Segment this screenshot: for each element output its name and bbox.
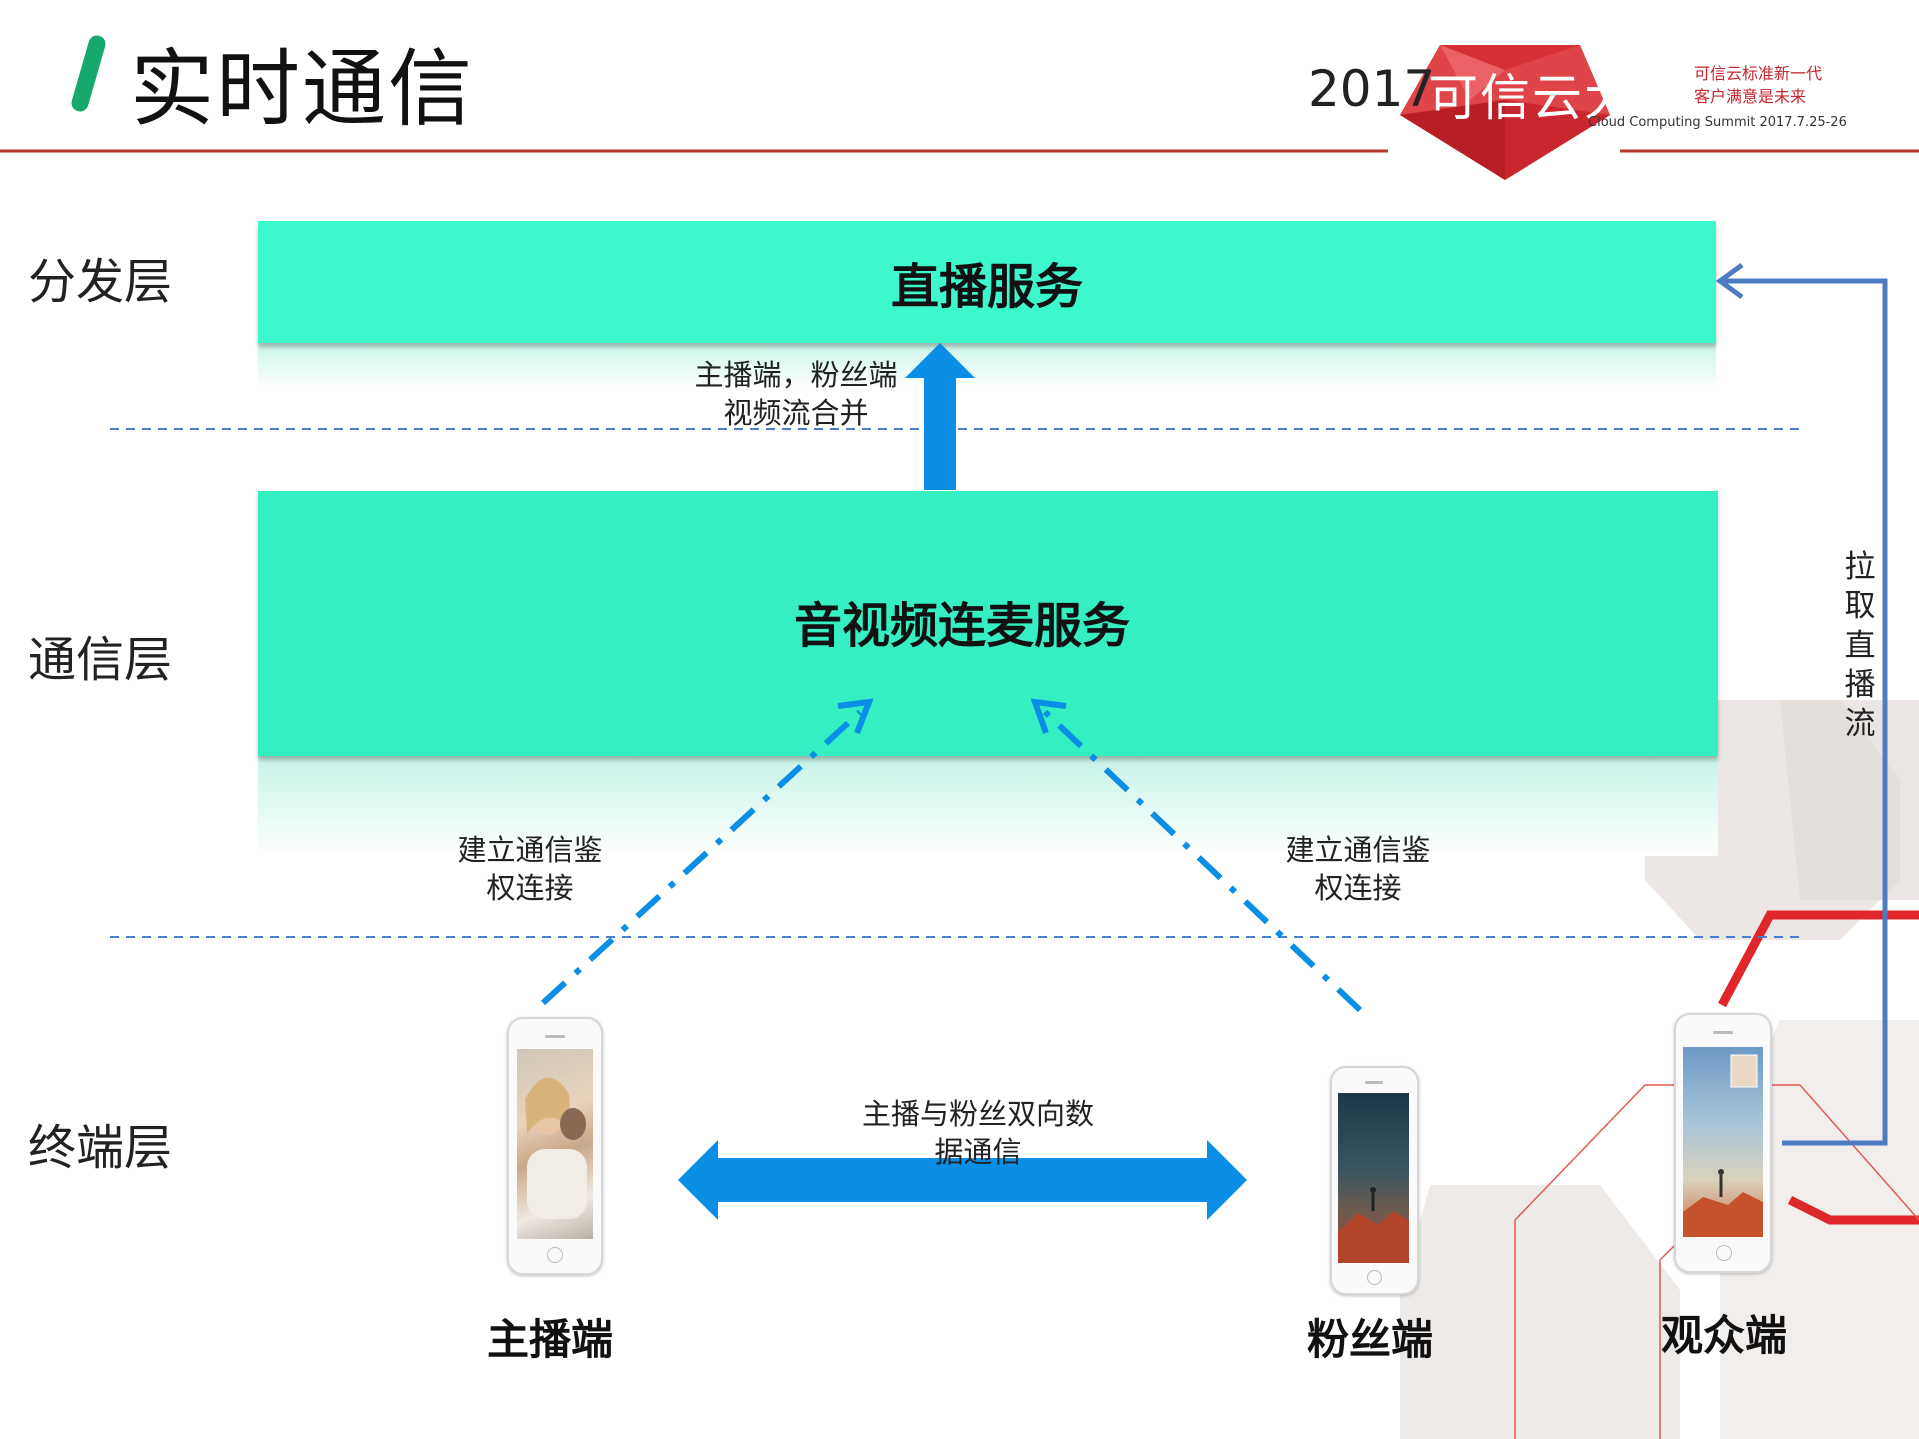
av-link-service-label: 音视频连麦服务 [794,598,1131,654]
ruby-gem-icon [1400,45,1610,180]
merge-annotation-line1: 主播端，粉丝端 [694,358,898,392]
audience-phone [1674,1013,1772,1273]
fan-landscape-image [1338,1187,1409,1263]
phone-speaker [1713,1031,1733,1034]
auth-annotation-left: 建立通信鉴 权连接 [430,832,630,907]
phone-speaker [545,1035,565,1038]
pull-stream-label: 拉 取 直 播 流 [1840,548,1880,745]
phone-home-button [1716,1245,1732,1261]
live-service-label: 直播服务 [890,259,1083,315]
device-label-fan: 粉丝端 [1306,1315,1433,1364]
bidirectional-annotation-line2: 据通信 [934,1134,1022,1169]
pull-stream-arrowhead [1715,262,1744,300]
conference-subtitle: Cloud Computing Summit 2017.7.25-26 [1588,115,1847,130]
av-link-service-reflection [258,756,1718,856]
bg-red-line [1787,1195,1919,1225]
audience-phone-screen [1683,1047,1763,1237]
conference-slogan-line1: 可信云标准新一代 [1694,64,1823,83]
layer-label-distribution: 分发层 [28,254,173,310]
auth-arrow-right [1042,709,1363,1013]
anchor-portrait-image [525,1077,587,1219]
page-title: 实时通信 [130,40,475,138]
conference-name: 可信云大会 [1428,69,1688,127]
pull-stream-char: 流 [1844,706,1876,743]
pull-stream-char: 取 [1844,588,1876,625]
layer-label-terminal: 终端层 [28,1120,173,1176]
conference-slogan-line2: 客户满意是未来 [1694,87,1807,106]
auth-annotation-right-line2: 权连接 [1314,870,1402,905]
merge-up-arrow [905,343,975,490]
auth-annotation-left-line2: 权连接 [486,870,574,905]
green-slash-icon [71,35,106,112]
pull-stream-line [1722,278,1888,1146]
pull-stream-char: 播 [1844,667,1876,704]
layer-label-communication: 通信层 [28,632,173,688]
bidirectional-annotation: 主播与粉丝双向数 据通信 [838,1096,1118,1171]
fan-phone [1330,1066,1419,1295]
pull-stream-char: 直 [1844,627,1876,664]
bg-red-line [1718,910,1919,1008]
bidirectional-arrow [678,1140,1247,1220]
auth-arrow-left [540,709,863,1006]
device-label-anchor: 主播端 [486,1315,613,1364]
phone-speaker [1365,1081,1383,1084]
auth-arrowhead-left [837,698,874,735]
av-link-service-box: 音视频连麦服务 [258,491,1718,756]
fan-phone-screen [1338,1093,1409,1263]
auth-annotation-left-line1: 建立通信鉴 [457,833,603,867]
anchor-phone-screen [517,1049,593,1239]
auth-annotation-right: 建立通信鉴 权连接 [1258,832,1458,907]
pull-stream-char: 拉 [1844,549,1876,585]
anchor-phone [507,1017,603,1275]
bg-hexagon [1400,1185,1680,1439]
device-label-audience: 观众端 [1660,1311,1787,1360]
audience-landscape-image [1683,1054,1763,1237]
phone-home-button [1367,1270,1382,1285]
merge-annotation: 主播端，粉丝端 视频流合并 [676,357,916,432]
phone-home-button [547,1247,563,1263]
live-service-reflection [258,343,1716,388]
auth-arrowhead-right [1030,698,1067,735]
auth-annotation-right-line1: 建立通信鉴 [1285,833,1431,867]
bidirectional-annotation-line1: 主播与粉丝双向数 [861,1097,1094,1131]
conference-year: 2017 [1308,60,1436,118]
header-graphics [0,35,1919,180]
merge-annotation-line2: 视频流合并 [723,395,869,430]
live-service-box: 直播服务 [258,221,1716,343]
